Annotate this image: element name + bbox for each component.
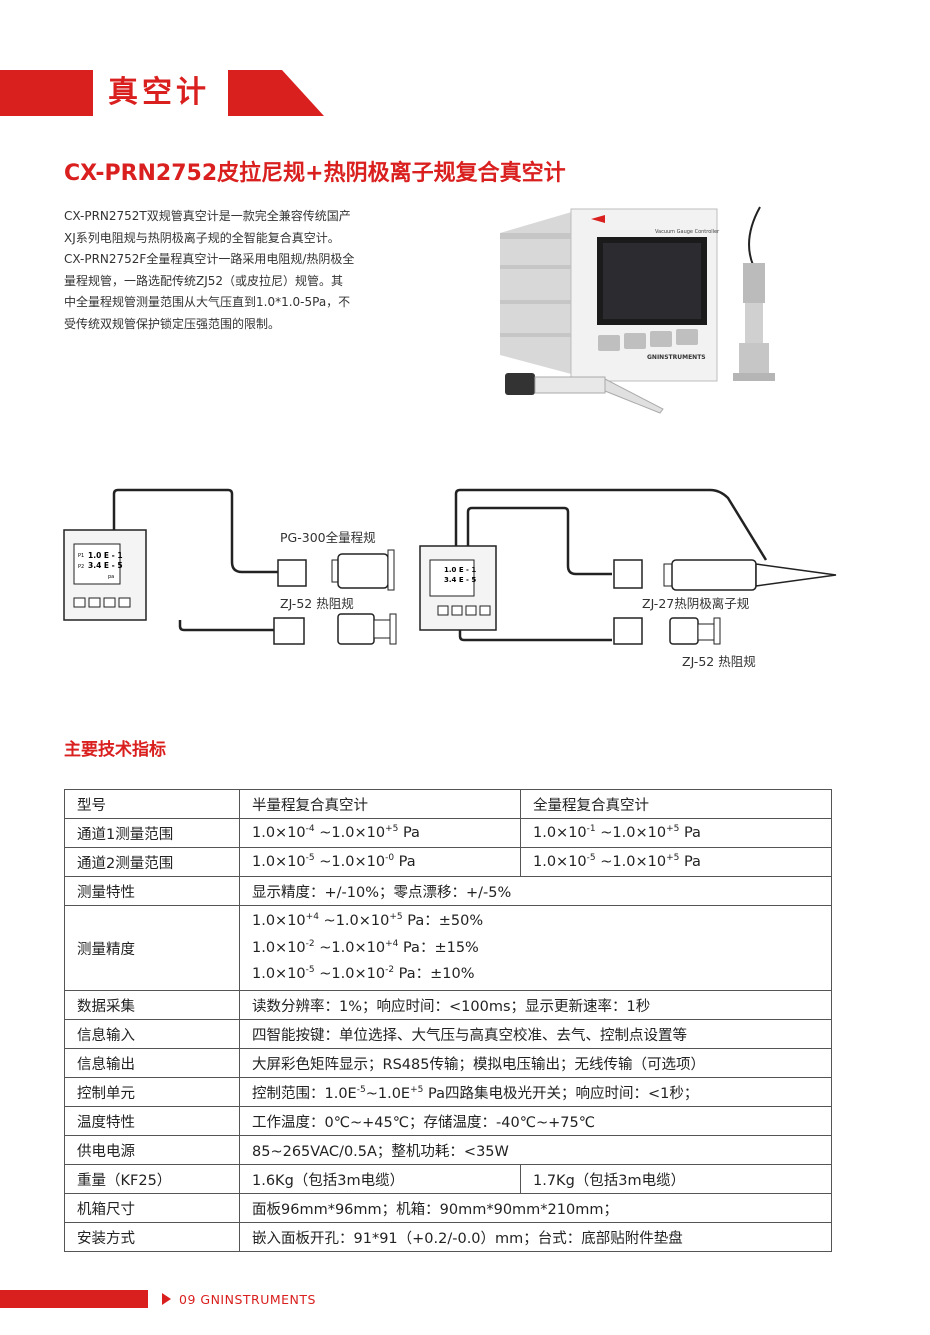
intro-line: CX-PRN2752T双规管真空计是一款完全兼容传统国产 [64, 209, 351, 223]
row-label: 安装方式 [64, 1222, 240, 1252]
cell-value: 1.0×10-1 ~1.0×10+5 Pa [520, 818, 832, 848]
table-row: 通道2测量范围 1.0×10-5 ~1.0×10-0 Pa 1.0×10-5 ~… [64, 847, 832, 877]
cell-value: 读数分辨率：1%；响应时间：<100ms；显示更新速率：1秒 [239, 990, 832, 1020]
cell-value: 1.0×10-5 ~1.0×10+5 Pa [520, 847, 832, 877]
row-label: 测量精度 [64, 905, 240, 991]
device-brand: GNINSTRUMENTS [647, 354, 706, 361]
row-label: 机箱尺寸 [64, 1193, 240, 1223]
cell-value: 四智能按键：单位选择、大气压与高真空校准、去气、控制点设置等 [239, 1019, 832, 1049]
screen-p2: P2 [78, 564, 84, 570]
table-row: 信息输出 大屏彩色矩阵显示；RS485传输；模拟电压输出；无线传输（可选项） [64, 1048, 832, 1078]
section-title: 真空计 [108, 75, 210, 110]
table-row: 控制单元 控制范围：1.0E-5~1.0E+5 Pa四路集电极光开关；响应时间：… [64, 1077, 832, 1107]
cell-value: 1.7Kg（包括3m电缆） [520, 1164, 832, 1194]
play-arrow-icon [162, 1293, 171, 1305]
cell-value: 工作温度：0℃~+45℃；存储温度：-40℃~+75℃ [239, 1106, 832, 1136]
row-label: 温度特性 [64, 1106, 240, 1136]
row-label: 重量（KF25） [64, 1164, 240, 1194]
specs-title: 主要技术指标 [64, 740, 166, 760]
header-red-wedge [228, 70, 324, 116]
label-zj52-left: ZJ-52 热阻规 [280, 596, 354, 611]
table-row: 测量精度 1.0×10+4 ~1.0×10+5 Pa：±50% 1.0×10-2… [64, 905, 832, 991]
screen-value-2b: 3.4 E - 5 [444, 576, 476, 584]
cell-value: 85~265VAC/0.5A；整机功耗：<35W [239, 1135, 832, 1165]
device-label: Vacuum Gauge Controller [655, 229, 720, 235]
table-row: 机箱尺寸 面板96mm*96mm；机箱：90mm*90mm*210mm； [64, 1193, 832, 1223]
product-image: Vacuum Gauge Controller GNINSTRUMENTS [500, 206, 775, 414]
screen-value-2: 3.4 E - 5 [88, 561, 123, 570]
row-label: 数据采集 [64, 990, 240, 1020]
label-pg300: PG-300全量程规 [280, 530, 376, 545]
cell-value: 控制范围：1.0E-5~1.0E+5 Pa四路集电极光开关；响应时间：<1秒； [239, 1077, 832, 1107]
col-header-full: 全量程复合真空计 [520, 789, 832, 819]
table-row: 测量特性 显示精度：+/-10%；零点漂移：+/-5% [64, 876, 832, 906]
row-label: 测量特性 [64, 876, 240, 906]
table-row: 温度特性 工作温度：0℃~+45℃；存储温度：-40℃~+75℃ [64, 1106, 832, 1136]
row-label: 通道1测量范围 [64, 818, 240, 848]
table-row: 安装方式 嵌入面板开孔：91*91（+0.2/-0.0）mm；台式：底部贴附件垫… [64, 1222, 832, 1252]
table-row: 供电电源 85~265VAC/0.5A；整机功耗：<35W [64, 1135, 832, 1165]
screen-unit: pa [108, 574, 114, 580]
cell-value: 1.0×10-4 ~1.0×10+5 Pa [239, 818, 521, 848]
cell-value: 面板96mm*96mm；机箱：90mm*90mm*210mm； [239, 1193, 832, 1223]
col-header-half: 半量程复合真空计 [239, 789, 521, 819]
cell-value: 1.6Kg（包括3m电缆） [239, 1164, 521, 1194]
intro-line: 中全量程规管测量范围从大气压直到1.0*1.0-5Pa，不 [64, 295, 351, 309]
label-zj27: ZJ-27热阴极离子规 [642, 596, 749, 611]
col-header-model: 型号 [64, 789, 240, 819]
table-row: 通道1测量范围 1.0×10-4 ~1.0×10+5 Pa 1.0×10-1 ~… [64, 818, 832, 848]
cell-value: 1.0×10+4 ~1.0×10+5 Pa：±50% 1.0×10-2 ~1.0… [239, 905, 832, 991]
cell-value: 显示精度：+/-10%；零点漂移：+/-5% [239, 876, 832, 906]
intro-line: XJ系列电阻规与热阴极离子规的全智能复合真空计。 [64, 230, 340, 245]
screen-p1: P1 [78, 553, 84, 559]
label-zj52-right: ZJ-52 热阻规 [682, 654, 756, 669]
table-row: 型号 半量程复合真空计 全量程复合真空计 [64, 789, 832, 819]
table-row: 信息输入 四智能按键：单位选择、大气压与高真空校准、去气、控制点设置等 [64, 1019, 832, 1049]
header-red-bar [0, 70, 93, 116]
footer-red-bar [0, 1290, 148, 1308]
table-row: 重量（KF25） 1.6Kg（包括3m电缆） 1.7Kg（包括3m电缆） [64, 1164, 832, 1194]
spec-table: 型号 半量程复合真空计 全量程复合真空计 通道1测量范围 1.0×10-4 ~1… [64, 789, 832, 1252]
row-label: 通道2测量范围 [64, 847, 240, 877]
page-footer: 09 GNINSTRUMENTS [179, 1292, 316, 1307]
intro-line: CX-PRN2752F全量程真空计一路采用电阻规/热阴极全 [64, 252, 355, 266]
screen-value-1b: 1.0 E - 1 [444, 566, 476, 574]
intro-line: 量程规管，一路选配传统ZJ52（或皮拉尼）规管。其 [64, 273, 344, 288]
intro-line: 受传统双规管保护锁定压强范围的限制。 [64, 316, 281, 331]
cell-value: 嵌入面板开孔：91*91（+0.2/-0.0）mm；台式：底部贴附件垫盘 [239, 1222, 832, 1252]
table-row: 数据采集 读数分辨率：1%；响应时间：<100ms；显示更新速率：1秒 [64, 990, 832, 1020]
product-intro: CX-PRN2752T双规管真空计是一款完全兼容传统国产 XJ系列电阻规与热阴极… [64, 206, 414, 335]
connection-diagram: P1 1.0 E - 1 P2 3.4 E - 5 pa PG-300全量程规 … [63, 488, 837, 669]
row-label: 信息输出 [64, 1048, 240, 1078]
row-label: 供电电源 [64, 1135, 240, 1165]
cell-value: 大屏彩色矩阵显示；RS485传输；模拟电压输出；无线传输（可选项） [239, 1048, 832, 1078]
screen-value-1: 1.0 E - 1 [88, 551, 123, 560]
row-label: 控制单元 [64, 1077, 240, 1107]
cell-value: 1.0×10-5 ~1.0×10-0 Pa [239, 847, 521, 877]
product-title: CX-PRN2752皮拉尼规+热阴极离子规复合真空计 [64, 161, 566, 186]
row-label: 信息输入 [64, 1019, 240, 1049]
